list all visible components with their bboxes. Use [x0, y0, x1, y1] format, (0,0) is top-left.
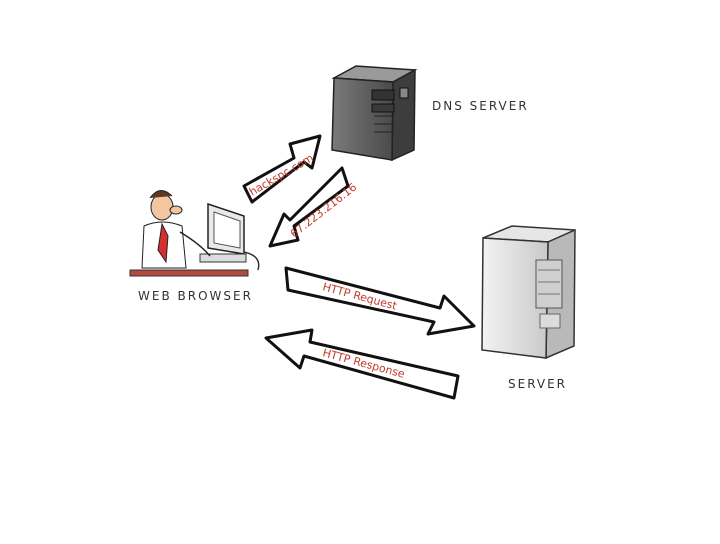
dns-query-arrow: hackspc.com	[242, 134, 322, 204]
dns-server-label: DNS SERVER	[432, 99, 529, 113]
web-browser-label: WEB BROWSER	[138, 289, 253, 303]
dns-server-icon	[331, 65, 418, 162]
dns-query-label: hackspc.com	[247, 151, 316, 198]
web-server-icon	[481, 225, 576, 360]
user-at-computer-icon	[129, 190, 260, 277]
server-label: SERVER	[508, 377, 567, 391]
http-response-arrow: HTTP Response	[264, 328, 460, 400]
http-request-arrow: HTTP Request	[284, 266, 476, 336]
